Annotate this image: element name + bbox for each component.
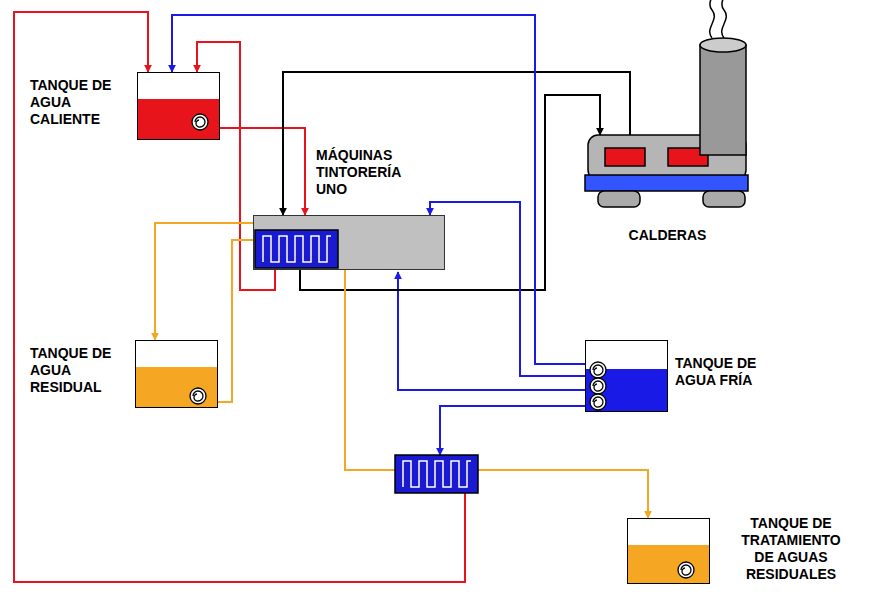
node-label: TANQUE DE AGUA RESIDUAL xyxy=(30,345,114,396)
pump-symbol xyxy=(590,378,606,394)
smoke xyxy=(722,0,727,38)
node-label: CALDERAS xyxy=(585,227,750,244)
pump-symbol xyxy=(590,362,606,378)
wastewater-tank: TANQUE DE AGUA RESIDUAL xyxy=(135,340,218,408)
cold-water-tank: TANQUE DE AGUA FRÍA xyxy=(585,340,668,412)
pump-symbol xyxy=(678,562,694,578)
boiler-illustration xyxy=(585,0,748,207)
hot-water-tank: TANQUE DE AGUA CALIENTE xyxy=(137,72,220,140)
smoke xyxy=(710,0,715,38)
boiler-water-band xyxy=(585,175,748,191)
cold-water-line xyxy=(430,202,585,376)
node-label: TANQUE DE AGUA CALIENTE xyxy=(30,77,114,128)
hot-water-line xyxy=(220,128,305,215)
node-label: TANQUE DE AGUA FRÍA xyxy=(675,355,779,389)
node-label: MÁQUINAS TINTORERÍA UNO xyxy=(316,147,428,198)
pump-symbol xyxy=(192,114,208,130)
chimney-top xyxy=(700,38,746,52)
treatment-tank: TANQUE DE TRATAMIENTO DE AGUAS RESIDUALE… xyxy=(627,518,710,584)
chimney xyxy=(700,45,746,155)
cold-water-line xyxy=(172,15,585,364)
dyeing-machine-box: MÁQUINAS TINTORERÍA UNO xyxy=(253,215,445,270)
node-label: TANQUE DE TRATAMIENTO DE AGUAS RESIDUALE… xyxy=(733,515,849,583)
cold-water-line xyxy=(440,406,585,455)
wastewater-line xyxy=(218,240,648,518)
pump-symbol xyxy=(590,394,606,410)
boiler: CALDERAS xyxy=(585,135,750,215)
pump-symbol xyxy=(190,388,206,404)
steam-line xyxy=(283,72,630,215)
boiler-leg xyxy=(703,191,745,207)
heat-exchanger xyxy=(395,455,478,493)
heat-exchanger xyxy=(255,230,338,268)
boiler-leg xyxy=(598,191,640,207)
boiler-burner xyxy=(605,148,645,166)
